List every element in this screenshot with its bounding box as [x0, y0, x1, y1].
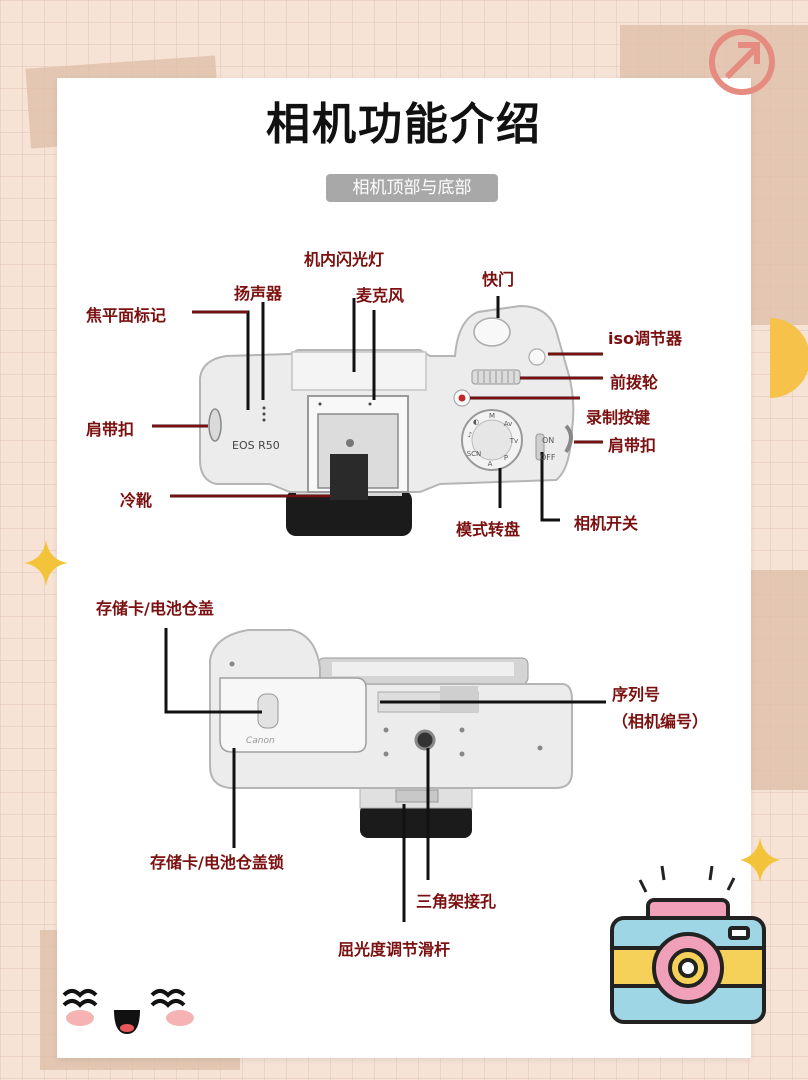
- tape-right-lower: [748, 570, 808, 790]
- label-hot-shoe: 冷靴: [120, 491, 153, 510]
- eyecup: [286, 490, 412, 536]
- label-diopter: 屈光度调节滑杆: [338, 940, 451, 959]
- label-cover-lock: 存储卡/电池仓盖锁: [150, 853, 284, 872]
- cute-face-icon: [62, 989, 194, 1034]
- label-tripod: 三角架接孔: [416, 892, 497, 911]
- section-subtitle: 相机顶部与底部: [326, 174, 498, 202]
- battery-cover: [219, 677, 367, 753]
- label-focal-plane: 焦平面标记: [86, 306, 167, 325]
- label-flash: 机内闪光灯: [304, 250, 385, 269]
- camera-bottom-view: [209, 629, 573, 838]
- label-front-dial: 前拨轮: [610, 373, 659, 392]
- arrow-circle-icon: [709, 29, 775, 95]
- dial-on-text: ON: [542, 436, 555, 445]
- label-iso: iso调节器: [608, 329, 683, 348]
- label-shutter: 快门: [482, 270, 515, 289]
- label-serial: 序列号: [612, 685, 661, 704]
- label-mic: 麦克风: [356, 286, 405, 305]
- label-card-cover: 存储卡/电池仓盖: [96, 599, 214, 618]
- sparkle-icon: [24, 540, 68, 586]
- model-text: EOS R50: [232, 439, 280, 452]
- label-speaker: 扬声器: [234, 284, 283, 303]
- label-mode-dial: 模式转盘: [456, 520, 521, 539]
- svg-text:♪: ♪: [468, 431, 472, 439]
- brand-text: Canon: [246, 736, 275, 746]
- label-power: 相机开关: [574, 514, 639, 533]
- label-record: 录制按键: [586, 408, 651, 427]
- leader-lines: [152, 296, 606, 922]
- page-title: 相机功能介绍: [266, 99, 542, 150]
- label-strap-right: 肩带扣: [608, 436, 657, 455]
- dial-off-text: OFF: [540, 453, 556, 462]
- tripod-socket: [414, 729, 436, 751]
- svg-text:◐: ◐: [473, 418, 479, 426]
- svg-text:Tv: Tv: [509, 437, 518, 445]
- shutter-button: [473, 317, 511, 347]
- svg-text:P: P: [504, 454, 508, 462]
- cartoon-camera-icon: [610, 865, 766, 1024]
- svg-text:M: M: [489, 412, 495, 420]
- label-serial-note: （相机编号）: [612, 712, 709, 731]
- label-strap-left: 肩带扣: [86, 420, 135, 439]
- svg-text:Av: Av: [504, 420, 513, 428]
- sparkle-icon: [740, 838, 780, 882]
- svg-text:SCN: SCN: [467, 450, 482, 458]
- yellow-half-circle: [770, 318, 808, 398]
- svg-text:A: A: [488, 460, 493, 468]
